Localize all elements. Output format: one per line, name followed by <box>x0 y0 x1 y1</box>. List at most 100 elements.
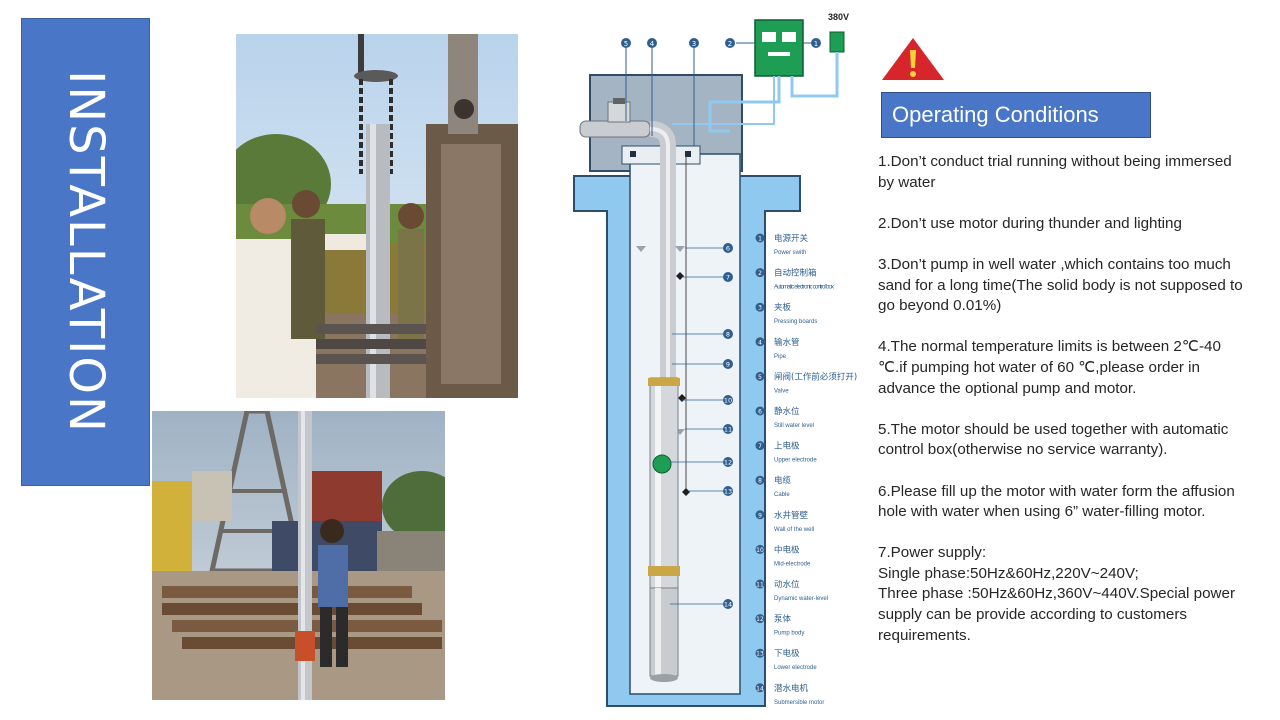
top-callout: 4 <box>647 38 657 48</box>
svg-text:11: 11 <box>756 582 764 589</box>
control-box <box>754 19 804 77</box>
legend-item: 8 电缆 Cable <box>755 475 792 498</box>
condition-item: 2.Don’t use motor during thunder and lig… <box>878 214 1182 232</box>
svg-text:9: 9 <box>726 361 730 369</box>
power-switch <box>829 31 845 53</box>
legend-en-label: Automatic electronic control box <box>774 285 834 291</box>
side-callout: 6 <box>723 243 733 253</box>
legend-zh-label: 水井管壁 <box>774 510 809 521</box>
pump-body <box>649 377 679 589</box>
legend-item: 13 下电极 Lower electrode <box>755 648 817 671</box>
legend-zh-label: 下电极 <box>774 648 800 659</box>
svg-text:3: 3 <box>758 305 762 312</box>
svg-text:12: 12 <box>756 616 764 623</box>
svg-text:5: 5 <box>758 374 762 381</box>
legend-item: 2 自动控制箱 Automatic electronic control box <box>755 268 834 291</box>
warning-icon <box>880 36 946 82</box>
banner-title: INSTALLATION <box>57 70 114 434</box>
side-callout: 7 <box>723 272 733 282</box>
legend-zh-label: 潜水电机 <box>774 683 809 694</box>
legend-en-label: Lower electrode <box>774 665 817 671</box>
legend-en-label: Still water level <box>774 423 814 429</box>
pump-logo-badge <box>652 454 672 474</box>
valve-icon <box>607 101 631 123</box>
svg-text:1: 1 <box>758 236 762 243</box>
legend-zh-label: 电源开关 <box>774 233 809 244</box>
operating-conditions-list: 1.Don’t conduct trial running without be… <box>878 152 1248 667</box>
svg-text:7: 7 <box>758 443 762 450</box>
svg-text:13: 13 <box>756 651 764 658</box>
photo-workers-installing-pump <box>236 34 518 398</box>
legend-zh-label: 输水管 <box>774 337 800 348</box>
legend-en-label: Submersible motor <box>774 700 824 706</box>
legend-item: 3 夹板 Pressing boards <box>755 302 817 325</box>
legend-item: 9 水井管壁 Wall of the well <box>755 510 814 533</box>
side-callout: 13 <box>723 486 733 496</box>
lower-electrode <box>682 488 690 496</box>
svg-text:10: 10 <box>724 397 732 405</box>
rig-photo-illustration <box>152 411 445 700</box>
top-callout: 5 <box>621 38 631 48</box>
svg-text:3: 3 <box>692 40 696 48</box>
still-water-level-mark <box>636 246 646 252</box>
legend-en-label: Power swith <box>774 250 806 256</box>
legend-zh-label: 动水位 <box>774 579 800 590</box>
legend-item: 10 中电极 Mid-electrode <box>755 544 811 567</box>
legend-item: 1 电源开关 Power swith <box>755 233 809 256</box>
well-bore <box>629 153 741 695</box>
legend-en-label: Upper electrode <box>774 458 817 464</box>
legend-en-label: Cable <box>774 492 790 498</box>
legend-en-label: Wall of the well <box>774 527 814 533</box>
workers-photo-illustration <box>236 34 518 398</box>
legend-item: 6 静水位 Still water level <box>755 406 814 429</box>
svg-text:14: 14 <box>724 601 732 609</box>
svg-text:6: 6 <box>726 245 730 253</box>
svg-text:8: 8 <box>726 331 730 339</box>
condition-item: 4.The normal temperature limits is betwe… <box>878 338 1221 397</box>
legend-en-label: Pipe <box>774 354 787 360</box>
legend-zh-label: 静水位 <box>774 406 800 417</box>
svg-text:4: 4 <box>650 40 655 48</box>
svg-text:9: 9 <box>758 512 762 519</box>
legend-en-label: Mid-electrode <box>774 561 811 567</box>
condition-item: 7.Power supply: Single phase:50Hz&60Hz,2… <box>878 544 1236 644</box>
legend-zh-label: 自动控制箱 <box>774 268 817 279</box>
photo-man-with-pump-at-rig <box>152 411 445 700</box>
condition-item: 1.Don’t conduct trial running without be… <box>878 153 1232 191</box>
svg-text:2: 2 <box>728 40 732 48</box>
legend-zh-label: 电缆 <box>774 475 792 486</box>
side-callout: 14 <box>723 599 733 609</box>
legend-item: 11 动水位 Dynamic water-level <box>755 579 828 602</box>
svg-text:1: 1 <box>814 40 818 48</box>
legend-zh-label: 夹板 <box>774 302 792 313</box>
legend-en-label: Pressing boards <box>774 319 817 325</box>
legend-zh-label: 闸阀(工作前必须打开) <box>774 371 857 382</box>
condition-item: 3.Don’t pump in well water ,which contai… <box>878 255 1243 315</box>
installation-banner: INSTALLATION <box>21 18 150 486</box>
legend-en-label: Pump body <box>774 631 804 637</box>
legend-zh-label: 中电极 <box>774 544 800 555</box>
svg-text:12: 12 <box>724 459 732 467</box>
legend-zh-label: 上电极 <box>774 441 800 452</box>
svg-text:7: 7 <box>726 274 730 282</box>
top-callout: 2 <box>725 38 735 48</box>
svg-text:10: 10 <box>756 547 764 554</box>
svg-text:11: 11 <box>724 426 732 434</box>
svg-text:6: 6 <box>758 409 762 416</box>
submersible-motor <box>649 587 679 677</box>
operating-conditions-title: Operating Conditions <box>881 92 1151 138</box>
upper-electrode <box>676 272 684 280</box>
svg-text:8: 8 <box>758 478 762 485</box>
svg-text:5: 5 <box>624 40 628 48</box>
legend-en-label: Dynamic water-level <box>774 596 828 602</box>
svg-text:2: 2 <box>758 270 762 277</box>
top-callout: 3 <box>689 38 699 48</box>
legend-item: 7 上电极 Upper electrode <box>755 441 817 464</box>
outlet-pipe <box>579 120 651 138</box>
